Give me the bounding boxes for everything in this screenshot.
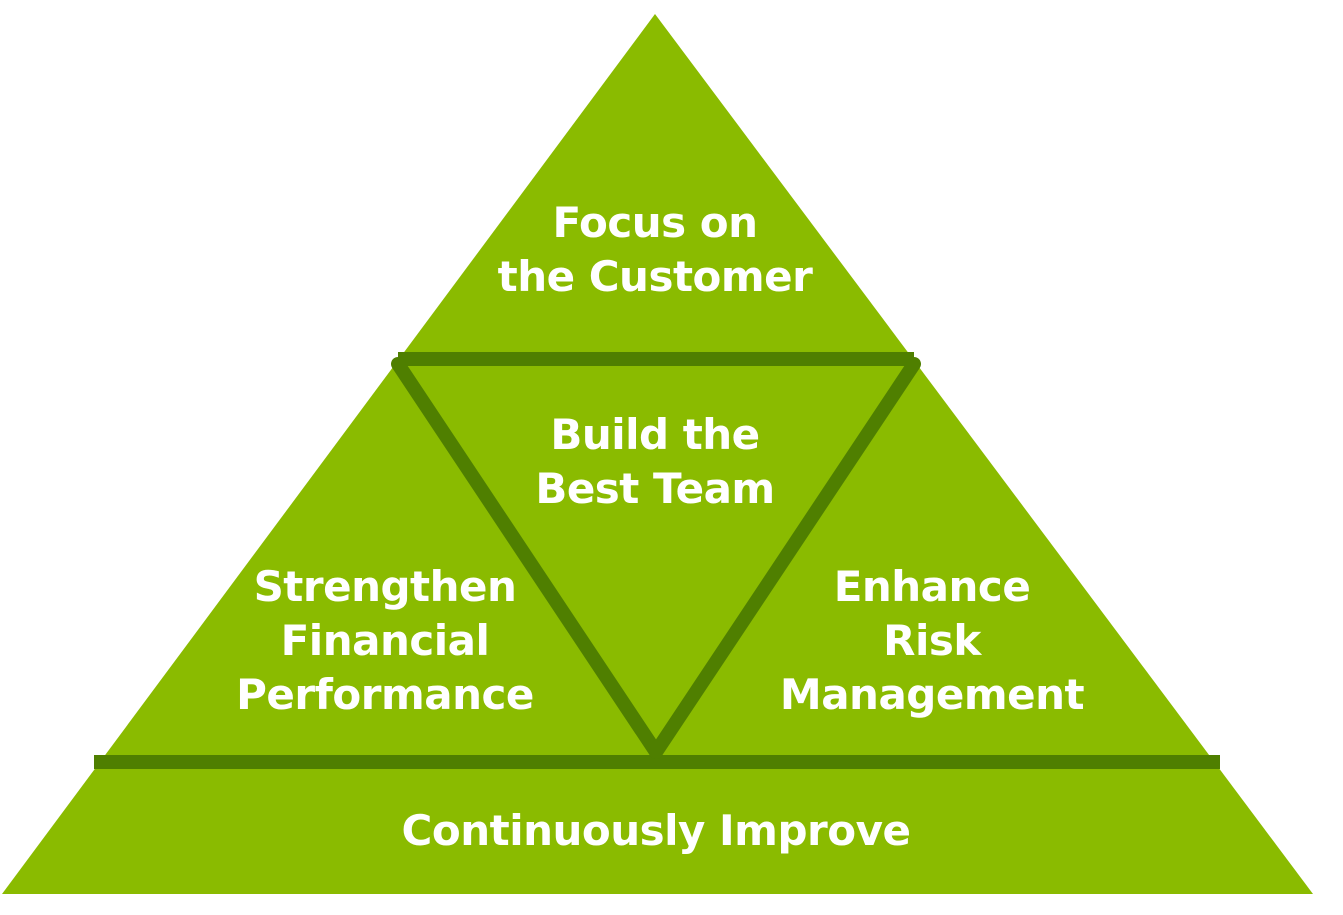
label-bottom-line-1: Continuously Improve <box>401 806 911 855</box>
label-bottom: Continuously Improve <box>356 804 956 858</box>
label-center-line-1: Build the <box>550 410 760 459</box>
label-left-line-3: Performance <box>236 670 534 719</box>
label-right-line-3: Management <box>779 670 1085 719</box>
label-left-line-2: Financial <box>280 616 490 665</box>
label-top-line-1: Focus on <box>552 198 758 247</box>
pyramid-outer-triangle <box>2 14 1313 894</box>
label-top-line-2: the Customer <box>497 252 813 301</box>
label-center: Build the Best Team <box>455 408 855 516</box>
label-left-line-1: Strengthen <box>253 562 517 611</box>
inner-left-line <box>391 357 663 759</box>
label-right-line-1: Enhance <box>833 562 1031 611</box>
label-top: Focus on the Customer <box>455 196 855 304</box>
label-right-line-2: Risk <box>883 616 981 665</box>
label-center-line-2: Best Team <box>535 464 775 513</box>
inner-right-line <box>649 357 921 759</box>
label-right: Enhance Risk Management <box>732 560 1132 722</box>
label-left: Strengthen Financial Performance <box>185 560 585 722</box>
